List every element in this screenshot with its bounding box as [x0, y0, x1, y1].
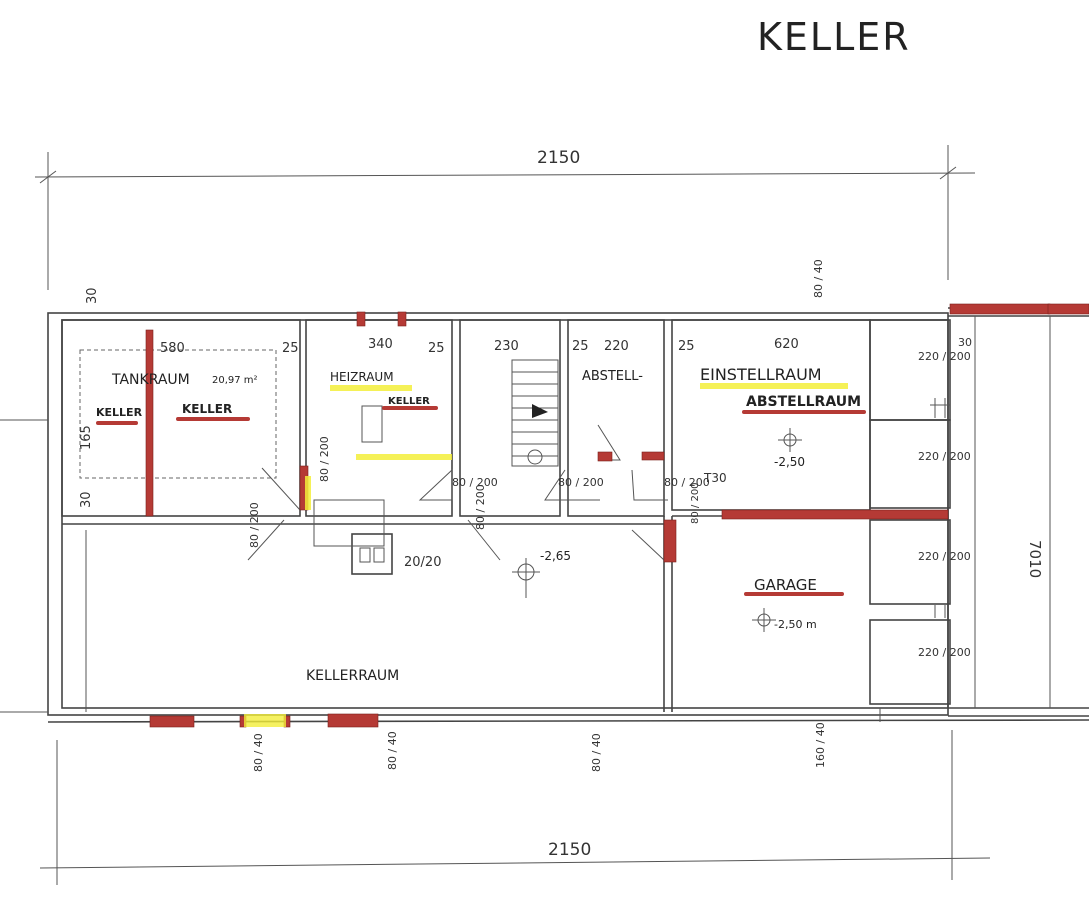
outer-walls — [0, 307, 1089, 723]
heiz-width-dim: 340 — [368, 337, 393, 352]
tank-width-dim: 580 — [160, 341, 185, 356]
door-t30-dim: T30 — [703, 471, 727, 485]
abstell-wall-dim: 25 — [572, 339, 589, 354]
chimney-dim: 20/20 — [404, 555, 441, 570]
level-markers — [512, 428, 802, 632]
bottom-total-dim: 2150 — [548, 840, 591, 860]
right-depth-dim: 7010 — [1026, 540, 1044, 578]
door-heiz-dim: 80 / 200 — [452, 476, 498, 489]
abstell-width-dim: 220 — [604, 339, 629, 354]
door-einstell-dim: 80 / 200 — [664, 476, 710, 489]
stair-width-dim: 230 — [494, 339, 519, 354]
tank-room-area: 20,97 m² — [212, 375, 258, 386]
window-bottom-1-dim: 80 / 40 — [252, 733, 265, 772]
heiz-room-name: HEIZRAUM — [330, 370, 394, 384]
plan-title: KELLER — [757, 15, 911, 59]
einstell-width-dim: 620 — [774, 337, 799, 352]
left-bottom-dim: 30 — [79, 491, 94, 508]
keller-level: -2,65 — [540, 549, 571, 563]
einstell-red-note: ABSTELLRAUM — [746, 394, 861, 410]
garage-door-3-dim: 220 / 200 — [918, 550, 971, 563]
abstell-room-name: ABSTELL- — [582, 369, 643, 384]
left-top-dim: 30 — [85, 287, 100, 304]
red-markings — [145, 303, 1089, 728]
red-underlines — [96, 406, 866, 596]
door-t30b-dim: 80 / 200 — [690, 482, 701, 524]
garage-door-4-dim: 220 / 200 — [918, 646, 971, 659]
door-stair-dim: 80 / 200 — [474, 484, 487, 530]
bottom-dimension: 2150 — [39, 730, 991, 885]
top-total-dim: 2150 — [537, 148, 580, 168]
top-right-small-dim: 30 — [958, 336, 972, 349]
garage-storage-marks — [879, 398, 950, 722]
window-bottom-4-dim: 160 / 40 — [814, 722, 827, 768]
garage-door-1-dim: 220 / 200 — [918, 350, 971, 363]
staircase — [511, 359, 559, 467]
tank-red-note-1: KELLER — [96, 406, 143, 419]
einstell-room-name: EINSTELLRAUM — [700, 365, 822, 384]
garage-level: -2,50 m — [774, 618, 817, 631]
window-top-right-dim: 80 / 40 — [812, 259, 825, 298]
top-dimension: 2150 — [34, 145, 976, 290]
door-abstell-dim: 80 / 200 — [558, 476, 604, 489]
door-heiz2-dim: 80 / 200 — [318, 436, 331, 482]
interior-walls — [61, 319, 951, 712]
garage-door-2-dim: 220 / 200 — [918, 450, 971, 463]
tank-red-note-2: KELLER — [182, 402, 232, 416]
left-mid-dim: 165 — [79, 425, 94, 450]
yellow-highlights — [244, 383, 848, 727]
heiz-red-note: KELLER — [388, 396, 430, 407]
tank-room-name: TANKRAUM — [111, 372, 190, 388]
window-bottom-2-dim: 80 / 40 — [386, 731, 399, 770]
einstell-level: -2,50 — [774, 455, 805, 469]
heiz-wall-dim: 25 — [428, 341, 445, 356]
tank-wall-dim: 25 — [282, 341, 299, 356]
einstell-wall-dim: 25 — [678, 339, 695, 354]
window-bottom-3-dim: 80 / 40 — [590, 733, 603, 772]
garage-room-name: GARAGE — [754, 576, 817, 594]
door-swings — [247, 424, 668, 561]
keller-room-name: KELLERRAUM — [306, 668, 399, 684]
door-tank-dim: 80 / 200 — [248, 502, 261, 548]
